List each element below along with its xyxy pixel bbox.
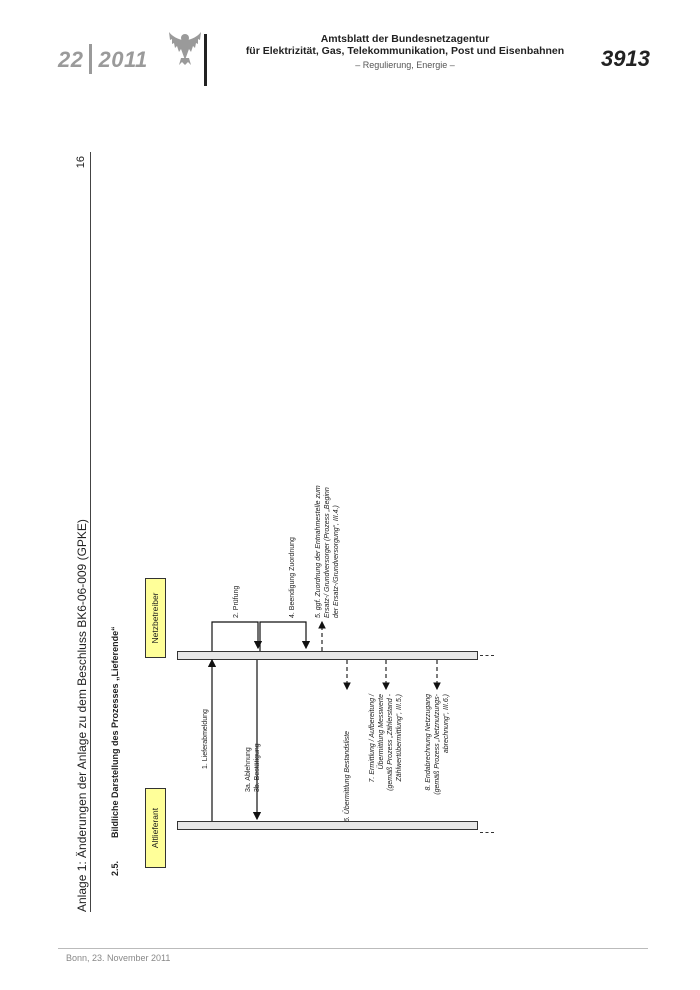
federal-eagle-icon [169,32,201,65]
label-step-7-line2: Übermittlung Messwerte [378,694,385,770]
label-step-1: 1. Lieferabmeldung [202,709,209,769]
page-number: 3913 [601,46,650,71]
label-step-2: 2. Prüfung [233,585,240,618]
label-step-3a: 3a. Ablehnung [245,747,252,792]
label-step-4: 4. Beendigung Zuordnung [289,537,296,618]
footer-date: Bonn, 23. November 2011 [66,953,171,963]
gazette-title-line2: für Elektrizität, Gas, Telekommunikation… [245,45,565,57]
arrow-step-2 [211,621,263,651]
label-step-8-line3: abrechnung“, III.6.) [443,694,450,754]
footer-rule [58,948,648,949]
label-step-7: 7. Ermittlung / Aufbereitung / Übermittl… [368,694,404,820]
issue-number: 22 [58,47,84,72]
label-step-7-line4: Zählwertübermittlung“, III.5.) [396,694,403,782]
gazette-subtitle: – Regulierung, Energie – [355,60,455,70]
issue-year: 2011 [98,47,148,72]
label-step-5-line1: 5. ggf. Zuordnung der Entnahmestelle zum [315,485,322,618]
label-step-5-line2: Ersatz-/ Grundversorger (Prozess „Beginn [324,487,331,618]
label-step-7-line3: (gemäß Prozess „Zählerstand - [387,694,394,791]
rotated-annex-page: Anlage 1: Änderungen der Anlage zu dem B… [70,152,670,912]
label-step-8: 8. Endabrechnung Netzzugang (gemäß Proze… [424,694,451,820]
label-step-5: 5. ggf. Zuordnung der Entnahmestelle zum… [314,485,341,618]
header-divider [204,34,207,86]
label-step-7-line1: 7. Ermittlung / Aufbereitung / [369,694,376,783]
label-step-8-line2: (gemäß Prozess „Netznutzungs- [434,694,441,795]
issue-separator [89,44,93,74]
label-step-3: 3a. Ablehnung 3b. Bestätigung [244,743,262,792]
label-step-3b: 3b. Bestätigung [254,743,261,792]
gazette-title-line1: Amtsblatt der Bundesnetzagentur [320,33,490,45]
sequence-arrows [207,620,441,821]
issue-info: 22 2011 [58,44,148,74]
label-step-8-line1: 8. Endabrechnung Netzzugang [425,694,432,791]
arrow-step-4 [259,621,311,651]
label-step-6: 6. Übermittlung Bestandsliste [344,730,351,822]
label-step-5-line3: der Ersatz-/Grundversorgung“, III.4.) [333,505,340,618]
gazette-title: Amtsblatt der Bundesnetzagentur für Elek… [210,33,600,57]
